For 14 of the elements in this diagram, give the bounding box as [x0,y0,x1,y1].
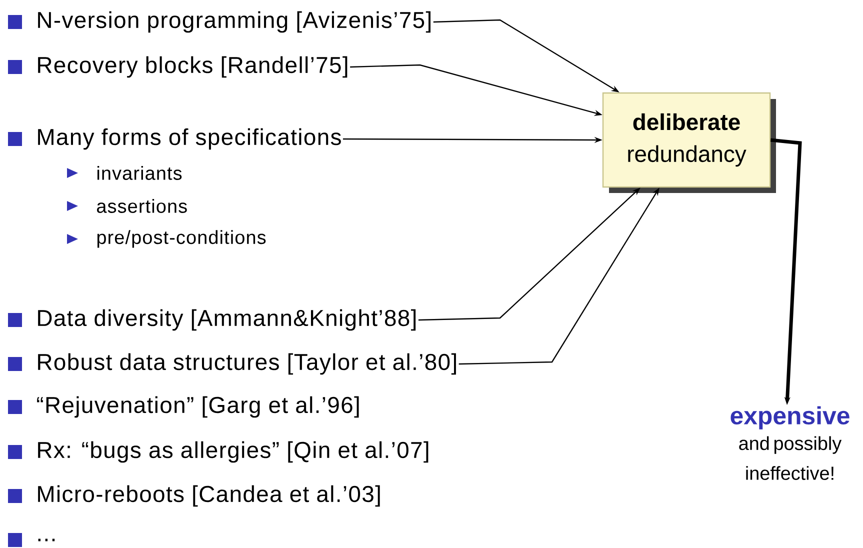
list-item: Recovery blocks [Randell’75] [38,56,348,78]
list-item: Micro-reboots [Candea et al.’03] [38,485,380,507]
list-item: ... [38,538,55,542]
concept-box: deliberate redundancy [602,92,771,188]
list-item: Many forms of specifications [38,128,341,150]
sub-item: pre/post-conditions [97,230,266,248]
list-item: N-version programming [Avizenis’75] [38,11,430,33]
list-item: Rx: “bugs as allergies” [Qin et al.’07] [38,441,428,463]
list-item: Data diversity [Ammann&Knight’88] [38,309,416,331]
outcome-text: expensive and possibly ineffective! [730,406,850,480]
sub-item: invariants [97,166,182,180]
sub-item: assertions [97,199,187,213]
list-item: Robust data structures [Taylor et al.’80] [38,353,456,375]
list-item: “Rejuvenation” [Garg et al.’96] [37,396,359,418]
